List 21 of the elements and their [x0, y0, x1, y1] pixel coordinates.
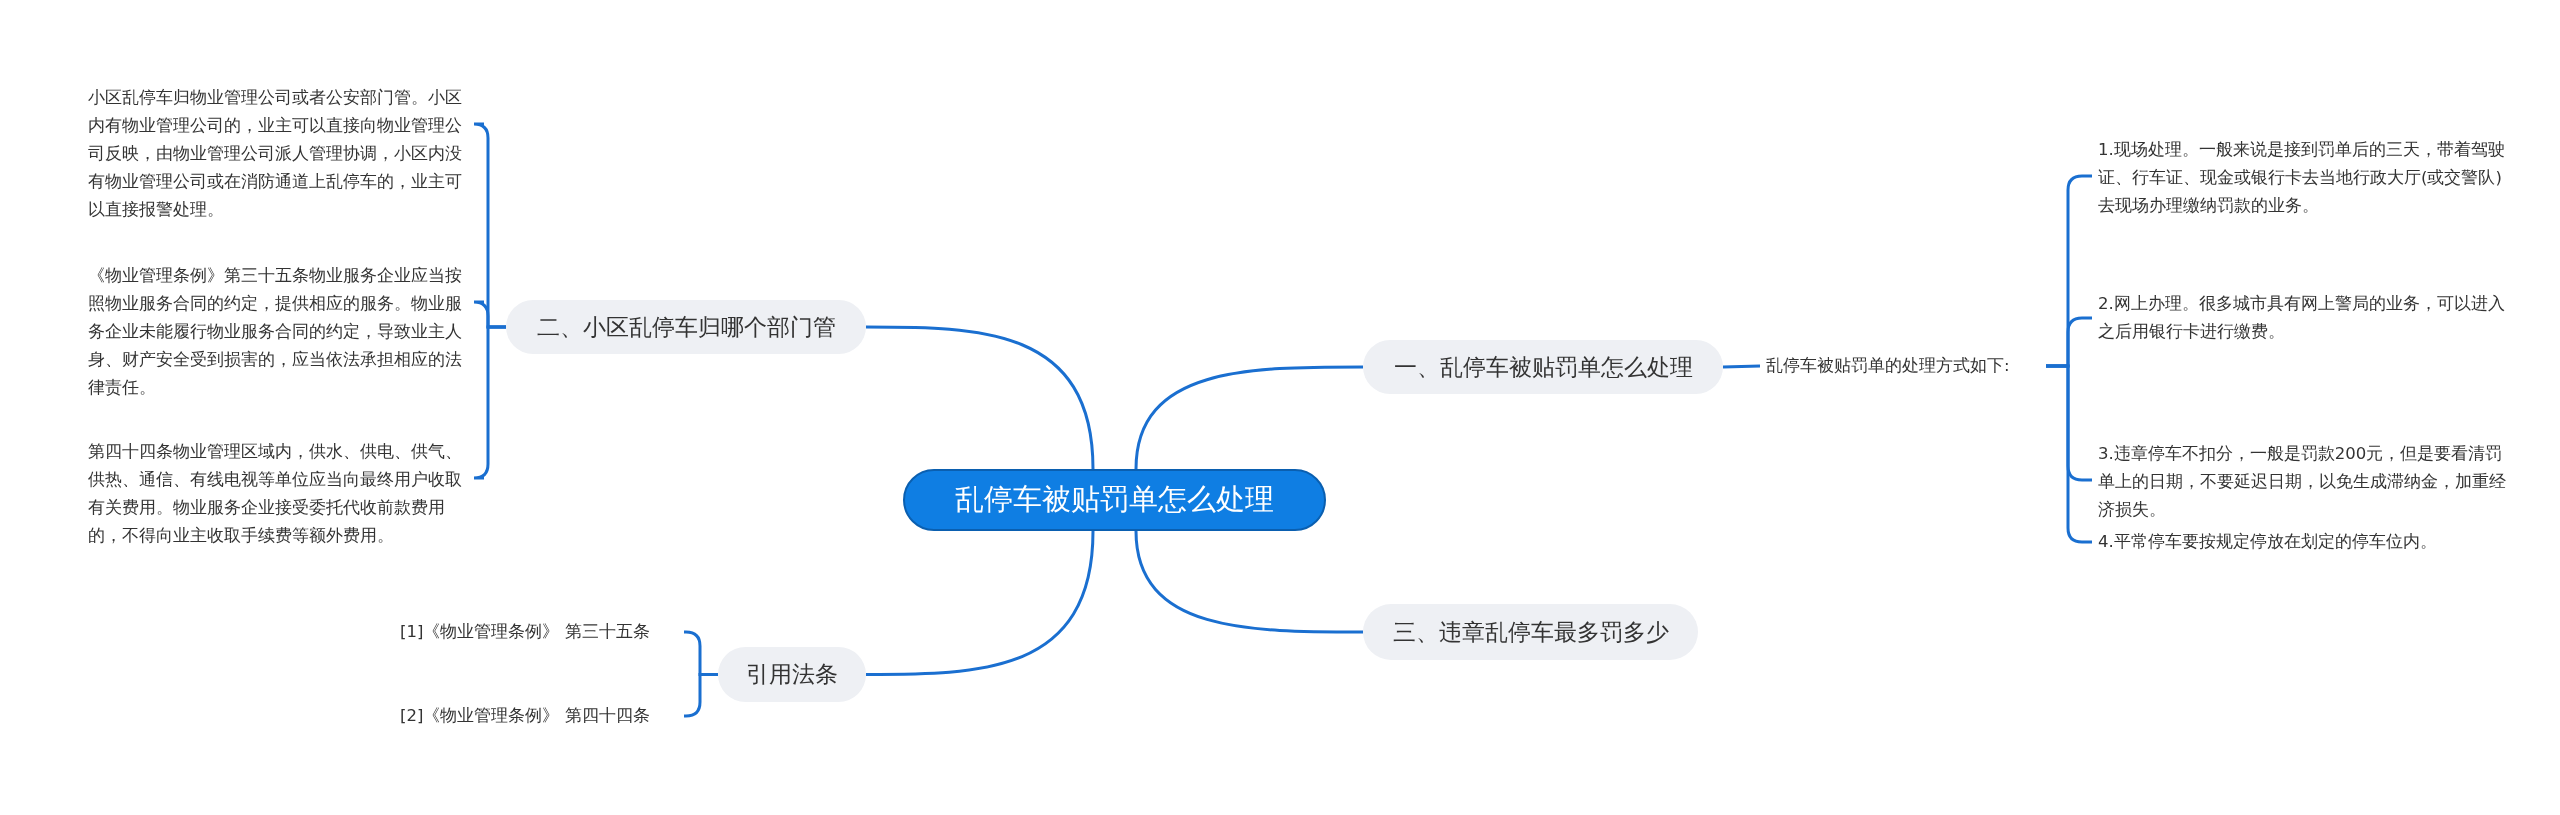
connector-line	[1134, 530, 1363, 634]
note-text: 小区乱停车归物业管理公司或者公安部门管。小区内有物业管理公司的，业主可以直接向物业管理公司反映，由物业管理公司派人管理协调，小区内没有物业管理公司或在消防通道上乱停车的，业主可以直接报警处理。	[88, 84, 478, 224]
topic-box: 一、乱停车被贴罚单怎么处理	[1363, 340, 1723, 394]
note-text: 乱停车被贴罚单的处理方式如下:	[1766, 352, 2046, 380]
connector-line	[683, 673, 718, 718]
topic-box: 二、小区乱停车归哪个部门管	[506, 300, 866, 354]
note-text: [1]《物业管理条例》 第三十五条	[400, 618, 678, 646]
note-text: [2]《物业管理条例》 第四十四条	[400, 702, 678, 730]
note-text: 3.违章停车不扣分，一般是罚款200元，但是要看清罚单上的日期，不要延迟日期，以免生成滞纳金，加重经济损失。	[2098, 440, 2518, 524]
connector-line	[866, 530, 1095, 676]
note-text: 4.平常停车要按规定停放在划定的停车位内。	[2098, 528, 2518, 556]
note-text: 1.现场处理。一般来说是接到罚单后的三天，带着驾驶证、行车证、现金或银行卡去当地行政大厅(或交警队)去现场办理缴纳罚款的业务。	[2098, 136, 2518, 220]
connector-line	[1722, 364, 1761, 369]
topic-box: 引用法条	[718, 647, 866, 702]
connector-line	[1134, 365, 1363, 470]
note-text: 《物业管理条例》第三十五条物业服务企业应当按照物业服务合同的约定，提供相应的服务。物业服务企业未能履行物业服务合同的约定，导致业主人身、财产安全受到损害的，应当依法承担相应的法律责任。	[88, 262, 478, 402]
note-text: 2.网上办理。很多城市具有网上警局的业务，可以进入之后用银行卡进行缴费。	[2098, 290, 2518, 346]
connector-line	[866, 325, 1095, 470]
topic-box: 三、违章乱停车最多罚多少	[1363, 604, 1698, 660]
note-text: 第四十四条物业管理区域内，供水、供电、供气、供热、通信、有线电视等单位应当向最终用户收取有关费用。物业服务企业接受委托代收前款费用的，不得向业主收取手续费等额外费用。	[88, 438, 478, 550]
central-topic-box: 乱停车被贴罚单怎么处理	[903, 469, 1326, 531]
